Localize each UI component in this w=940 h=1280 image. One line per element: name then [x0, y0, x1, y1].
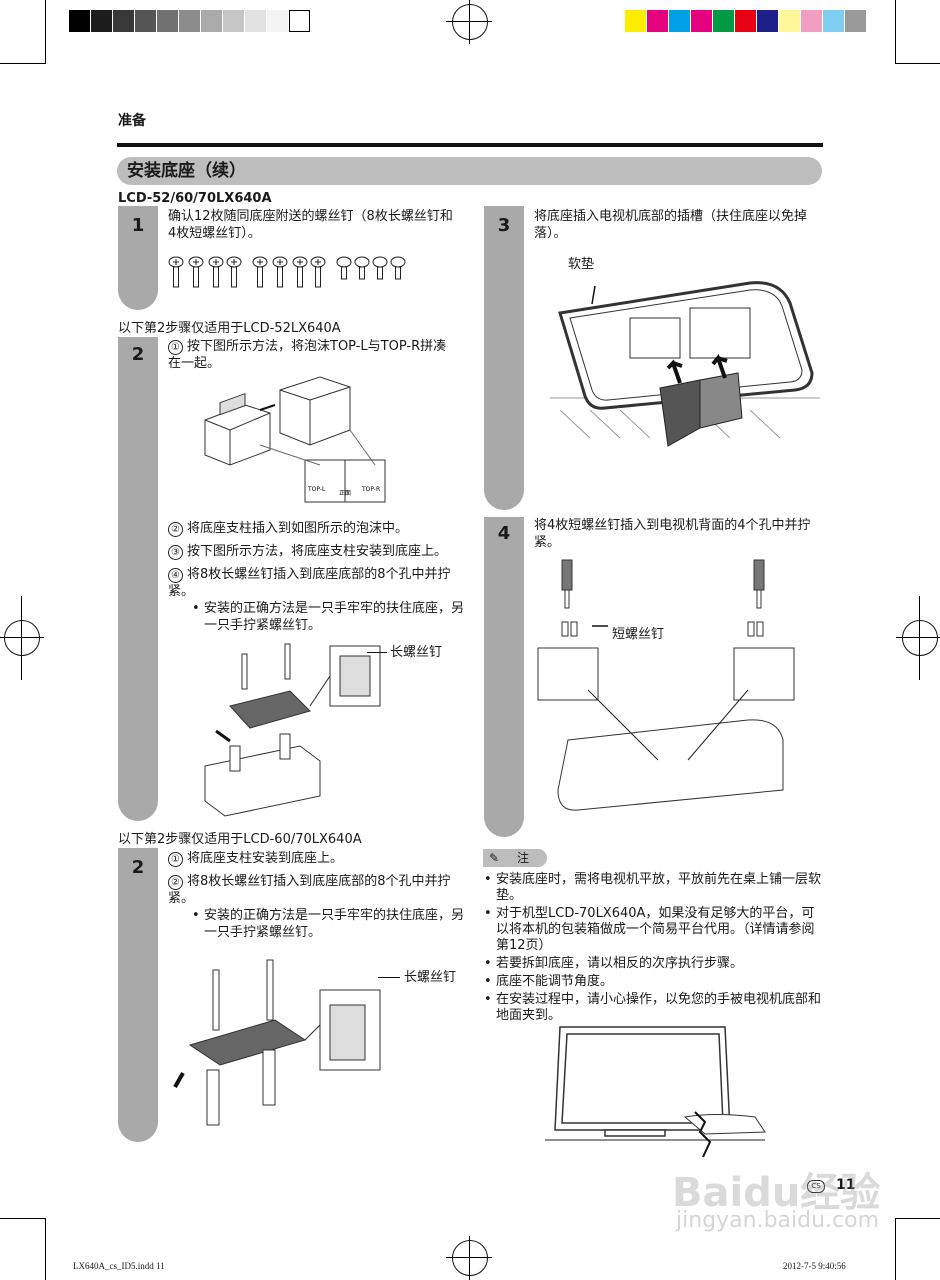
- header-rule: [117, 143, 823, 147]
- stand-assembly-60-illustration: [173, 959, 381, 1126]
- step-2b-heading: 以下第2步骤仅适用于LCD-60/70LX640A: [118, 832, 362, 847]
- step-2b-number: 2: [131, 857, 145, 878]
- step-1-bar: [118, 206, 158, 310]
- model-heading: LCD-52/60/70LX640A: [118, 191, 272, 206]
- section-label: 准备: [118, 113, 146, 129]
- step-2b-bullet: •安装的正确方法是一只手牢牢的扶住底座，另一只手拧紧螺丝钉。: [192, 908, 465, 940]
- stand-assembly-52-illustration: [204, 643, 381, 817]
- short-screw-label: 短螺丝钉: [612, 627, 665, 642]
- note-list: 安装底座时，需将电视机平放，平放前先在桌上铺一层软垫。 对于机型LCD-70LX…: [482, 872, 822, 1026]
- step-4-bar: [484, 517, 524, 837]
- step-3-number: 3: [497, 215, 511, 236]
- foam-top-r-label: TOP-R: [361, 486, 380, 493]
- circled-1: ①: [168, 340, 183, 355]
- foam-front-label: 正面: [339, 490, 351, 497]
- footer-file: LX640A_cs_ID5.indd 11: [73, 1261, 165, 1271]
- screws-illustration: [168, 256, 406, 288]
- step-2b-bar: [118, 848, 158, 1142]
- step-2a-heading: 以下第2步骤仅适用于LCD-52LX640A: [118, 321, 341, 336]
- circled-1: ①: [168, 852, 183, 867]
- step-1-number: 1: [131, 215, 145, 236]
- step-2a-bullet: •安装的正确方法是一只手牢牢的扶住底座，另一只手拧紧螺丝钉。: [192, 601, 465, 633]
- step-4-number: 4: [497, 523, 511, 544]
- long-screw-label-a: 长螺丝钉: [390, 645, 443, 660]
- note-item: 底座不能调节角度。: [482, 974, 822, 990]
- step-4-text: 将4枚短螺丝钉插入到电视机背面的4个孔中并拧紧。: [534, 518, 811, 550]
- foam-top-l-label: TOP-L: [307, 486, 326, 493]
- circled-2: ②: [168, 875, 183, 890]
- long-screw-arrow-a: [367, 652, 387, 653]
- step-2a-number: 2: [131, 344, 145, 365]
- watermark-url: jingyan.baidu.com: [676, 1208, 880, 1233]
- step-3-text: 将底座插入电视机底部的插槽（扶住底座以免掉落）。: [534, 209, 808, 241]
- short-screw-illustration: [537, 559, 795, 811]
- circled-2: ②: [168, 522, 183, 537]
- page-number: 11: [836, 1177, 856, 1193]
- tv-stand-insert-illustration: [550, 281, 820, 447]
- note-item: 若要拆卸底座，请以相反的次序执行步骤。: [482, 956, 822, 972]
- language-badge: CS: [807, 1180, 825, 1193]
- long-screw-label-b: 长螺丝钉: [404, 970, 457, 985]
- cushion-label: 软垫: [568, 257, 595, 272]
- note-item: 在安装过程中，请小心操作，以免您的手被电视机底部和地面夹到。: [482, 992, 822, 1024]
- footer-date: 2012-7-5 9:40:56: [783, 1261, 846, 1271]
- watermark-brand: Baidu经验: [672, 1170, 881, 1216]
- note-item: 对于机型LCD-70LX640A，如果没有足够大的平台，可以将本机的包装箱做成一…: [482, 906, 822, 954]
- step-1-text: 确认12枚随同底座附送的螺丝钉（8枚长螺丝钉和4枚短螺丝钉）。: [168, 209, 453, 241]
- step-3-bar: [484, 206, 524, 510]
- note-item: 安装底座时，需将电视机平放，平放前先在桌上铺一层软垫。: [482, 872, 822, 904]
- circled-4: ④: [168, 568, 183, 583]
- circled-3: ③: [168, 545, 183, 560]
- step-2a-bar: [118, 337, 158, 821]
- foam-assembly-illustration: TOP-L TOP-R 正面: [204, 376, 386, 503]
- pinch-warning-illustration: [545, 1026, 766, 1158]
- page-title: 安装底座（续）: [117, 157, 822, 185]
- pencil-icon: ✎: [489, 851, 500, 865]
- long-screw-arrow-b: [378, 977, 400, 978]
- note-tab: ✎ 注: [483, 849, 547, 867]
